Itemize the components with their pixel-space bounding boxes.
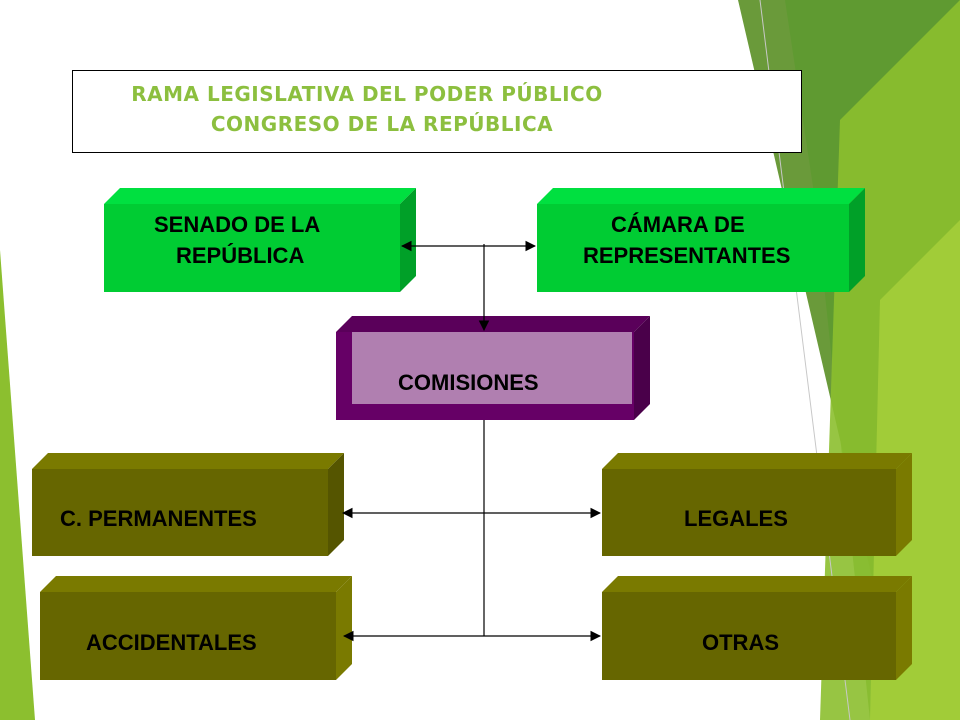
- otras-label: OTRAS: [702, 630, 779, 655]
- accidentales-box: [40, 576, 352, 680]
- comisiones-top-face: [336, 316, 650, 332]
- title-line-2: CONGRESO DE LA REPÚBLICA: [210, 112, 554, 136]
- legales-top-face: [602, 453, 912, 469]
- comisiones-label: COMISIONES: [398, 370, 539, 395]
- accidentales-top-face: [40, 576, 352, 592]
- senado-label-line-1: SENADO DE LA: [154, 212, 321, 237]
- accidentales-label: ACCIDENTALES: [86, 630, 257, 655]
- camara-side-face: [849, 188, 865, 292]
- camara-top-face: [537, 188, 865, 204]
- legales-side-face: [896, 453, 912, 556]
- accidentales-side-face: [336, 576, 352, 680]
- camara-front-face: [537, 204, 849, 292]
- legales-box: [602, 453, 912, 556]
- legales-front-face: [602, 469, 896, 556]
- permanentes-label: C. PERMANENTES: [60, 506, 257, 531]
- otras-box: [602, 576, 912, 680]
- camara-label-line-1: CÁMARA DE: [611, 212, 745, 237]
- otras-side-face: [896, 576, 912, 680]
- permanentes-side-face: [328, 453, 344, 556]
- camara-box: [537, 188, 865, 292]
- permanentes-box: [32, 453, 344, 556]
- comisiones-inner-face: [352, 332, 632, 404]
- title-box: RAMA LEGISLATIVA DEL PODER PÚBLICO CONGR…: [72, 70, 802, 153]
- permanentes-top-face: [32, 453, 344, 469]
- connectors: [341, 240, 602, 642]
- comisiones-side-face: [634, 316, 650, 420]
- legales-label: LEGALES: [684, 506, 788, 531]
- otras-front-face: [602, 592, 896, 680]
- title-line-1: RAMA LEGISLATIVA DEL PODER PÚBLICO: [131, 82, 603, 106]
- senado-front-face: [104, 204, 400, 292]
- decor-left-green-shape: [0, 250, 35, 720]
- permanentes-front-face: [32, 469, 328, 556]
- senado-label-line-2: REPÚBLICA: [176, 243, 305, 268]
- otras-top-face: [602, 576, 912, 592]
- accidentales-front-face: [40, 592, 336, 680]
- camara-label-line-2: REPRESENTANTES: [583, 243, 791, 268]
- comisiones-box: [336, 316, 650, 420]
- senado-box: [104, 188, 416, 292]
- senado-side-face: [400, 188, 416, 292]
- senado-top-face: [104, 188, 416, 204]
